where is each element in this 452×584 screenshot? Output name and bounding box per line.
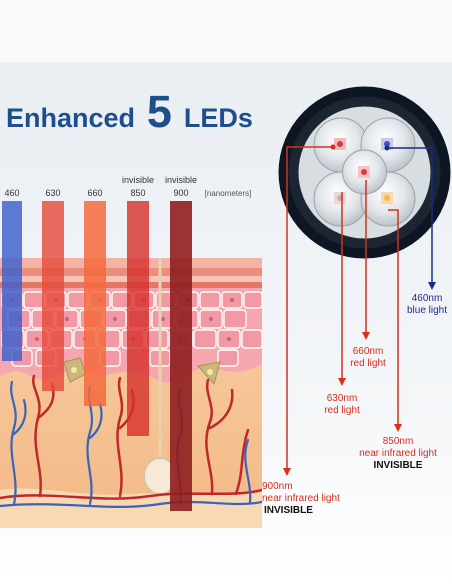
callout-900-invisible: INVISIBLE [264, 505, 313, 516]
callout-660: 660nm red light [338, 346, 398, 370]
headline-word-leds: LEDs [183, 103, 253, 133]
label-660: 660 [87, 188, 103, 198]
bar-460 [2, 201, 22, 361]
label-unit: [nanometers] [204, 189, 252, 198]
callout-850-invisible: INVISIBLE [373, 460, 423, 471]
callout-630: 630nm red light [312, 393, 372, 417]
bar-850 [127, 201, 149, 436]
callout-660-nm: 660nm [352, 346, 384, 357]
headline-word-enhanced: Enhanced [6, 103, 136, 133]
label-850-invisible: invisible [121, 175, 154, 185]
label-900: 900 [173, 188, 189, 198]
callout-630-name: red light [324, 405, 360, 416]
headline-number: 5 [146, 86, 172, 137]
callout-460-nm: 460nm [411, 293, 443, 304]
callout-900: 900nm near infrared light INVISIBLE [262, 481, 362, 517]
callout-850: 850nm near infrared light INVISIBLE [346, 436, 450, 472]
bar-900 [170, 201, 192, 511]
label-460: 460 [4, 188, 20, 198]
led-light-head-icon [278, 86, 451, 259]
callout-460-name: blue light [406, 305, 448, 316]
callout-900-nm: 900nm [262, 481, 293, 492]
callout-850-nm: 850nm [382, 436, 414, 447]
bar-630 [42, 201, 64, 391]
callout-900-name: near infrared light [262, 493, 340, 504]
label-630: 630 [45, 188, 61, 198]
callout-630-nm: 630nm [326, 393, 358, 404]
arteries [0, 374, 262, 500]
label-900-invisible: invisible [164, 175, 197, 185]
headline: Enhanced 5 LEDs [6, 86, 253, 138]
callout-850-name: near infrared light [359, 448, 437, 459]
callout-660-name: red light [350, 358, 386, 369]
bar-660 [84, 201, 106, 406]
callout-460: 460nm blue light [392, 293, 452, 317]
label-850: 850 [130, 188, 146, 198]
